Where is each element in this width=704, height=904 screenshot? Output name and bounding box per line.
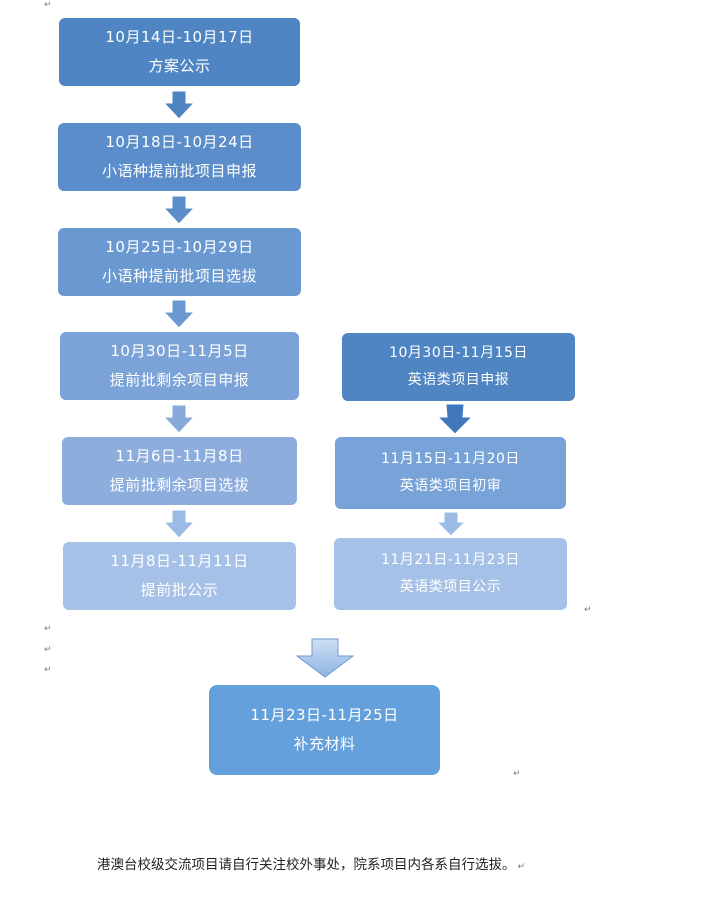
step-label: 英语类项目公示 <box>399 579 502 595</box>
step-label: 英语类项目初审 <box>399 478 502 494</box>
step-label: 提前批剩余项目申报 <box>109 371 250 389</box>
down-arrow-icon <box>163 404 195 434</box>
step-label: 英语类项目申报 <box>407 372 510 388</box>
step-label: 小语种提前批项目申报 <box>101 162 257 180</box>
step-box-right-3: 11月21日-11月23日 英语类项目公示 <box>334 538 567 610</box>
step-label: 方案公示 <box>148 57 211 75</box>
step-date: 10月14日-10月17日 <box>105 28 254 46</box>
down-arrow-icon <box>163 299 195 329</box>
step-date: 11月21日-11月23日 <box>381 552 520 568</box>
footnote: 港澳台校级交流项目请自行关注校外事处，院系项目内各系自行选拔。↵ <box>97 853 525 873</box>
step-date: 10月25日-10月29日 <box>105 238 254 256</box>
paragraph-mark: ↵ <box>44 624 52 634</box>
down-arrow-icon <box>436 511 466 537</box>
step-box-right-1: 10月30日-11月15日 英语类项目申报 <box>342 333 575 401</box>
step-date: 11月6日-11月8日 <box>115 447 244 465</box>
step-label: 提前批剩余项目选拔 <box>109 476 250 494</box>
down-arrow-icon <box>437 403 473 435</box>
down-arrow-icon <box>163 509 195 539</box>
step-box-left-2: 10月18日-10月24日 小语种提前批项目申报 <box>58 123 301 191</box>
step-box-left-1: 10月14日-10月17日 方案公示 <box>59 18 300 86</box>
step-date: 10月30日-11月15日 <box>389 345 528 361</box>
footnote-text: 港澳台校级交流项目请自行关注校外事处，院系项目内各系自行选拔。 <box>97 857 516 873</box>
step-date: 11月8日-11月11日 <box>110 552 249 570</box>
paragraph-mark: ↵ <box>44 645 52 655</box>
paragraph-mark: ↵ <box>44 0 52 10</box>
step-label: 提前批公示 <box>140 581 219 599</box>
step-box-left-6: 11月8日-11月11日 提前批公示 <box>63 542 296 610</box>
step-label: 小语种提前批项目选拔 <box>101 267 257 285</box>
step-box-left-3: 10月25日-10月29日 小语种提前批项目选拔 <box>58 228 301 296</box>
step-date: 10月30日-11月5日 <box>110 342 249 360</box>
final-label: 补充材料 <box>293 735 356 753</box>
step-box-left-4: 10月30日-11月5日 提前批剩余项目申报 <box>60 332 299 400</box>
final-step-box: 11月23日-11月25日 补充材料 <box>209 685 440 775</box>
step-box-right-2: 11月15日-11月20日 英语类项目初审 <box>335 437 566 509</box>
final-date: 11月23日-11月25日 <box>250 706 399 724</box>
step-date: 10月18日-10月24日 <box>105 133 254 151</box>
down-arrow-icon <box>296 638 354 678</box>
step-box-left-5: 11月6日-11月8日 提前批剩余项目选拔 <box>62 437 297 505</box>
step-date: 11月15日-11月20日 <box>381 451 520 467</box>
down-arrow-icon <box>163 195 195 225</box>
paragraph-mark: ↵ <box>44 665 52 675</box>
paragraph-mark: ↵ <box>517 862 526 872</box>
down-arrow-icon <box>163 90 195 120</box>
paragraph-mark: ↵ <box>584 605 592 615</box>
paragraph-mark: ↵ <box>513 769 521 779</box>
